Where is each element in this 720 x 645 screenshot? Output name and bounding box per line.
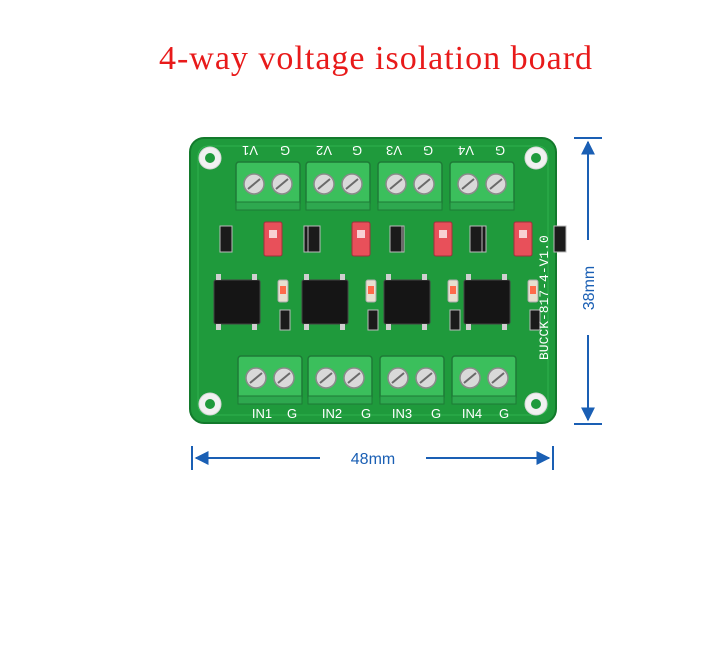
- optocoupler-chip: [463, 279, 511, 325]
- top-pin-label: V2: [316, 143, 332, 158]
- bottom-terminal-block: [379, 355, 445, 405]
- top-pin-label: V4: [458, 143, 474, 158]
- bottom-terminal-block: [237, 355, 303, 405]
- bottom-pin-label: IN3: [392, 406, 412, 421]
- top-pin-label: G: [352, 143, 362, 158]
- height-label: 38mm: [581, 266, 598, 310]
- top-terminal-block: [305, 161, 371, 211]
- bottom-pin-label: G: [499, 406, 509, 421]
- page-title: 4-way voltage isolation board: [158, 40, 594, 77]
- bottom-pin-label: IN4: [462, 406, 482, 421]
- bottom-pin-label: G: [431, 406, 441, 421]
- board-model-label: BUCCK-817-4-V1.0: [537, 235, 552, 360]
- bottom-pin-label: G: [287, 406, 297, 421]
- channel-components: [463, 221, 567, 331]
- jumper: [513, 221, 533, 257]
- jumper: [433, 221, 453, 257]
- top-pin-label: G: [280, 143, 290, 158]
- bottom-pin-label: IN2: [322, 406, 342, 421]
- optocoupler-chip: [213, 279, 261, 325]
- bottom-pin-label: IN1: [252, 406, 272, 421]
- bottom-terminal-blocks: [237, 355, 517, 405]
- top-terminal-blocks: [235, 161, 515, 211]
- isolation-channels: [213, 221, 567, 331]
- bottom-pin-labels: IN1 G IN2 G IN3 G IN4 G: [252, 406, 509, 421]
- bottom-pin-label: G: [361, 406, 371, 421]
- optocoupler-chip: [301, 279, 349, 325]
- jumper: [351, 221, 371, 257]
- top-pin-label: V1: [242, 143, 258, 158]
- top-terminal-block: [235, 161, 301, 211]
- top-pin-labels: V1 G V2 G V3 G V4 G: [242, 143, 505, 158]
- width-label: 48mm: [351, 451, 395, 468]
- jumper: [263, 221, 283, 257]
- top-pin-label: V3: [386, 143, 402, 158]
- channel-components: [213, 221, 317, 331]
- bottom-terminal-block: [451, 355, 517, 405]
- bottom-terminal-block: [307, 355, 373, 405]
- top-pin-label: G: [495, 143, 505, 158]
- top-pin-label: G: [423, 143, 433, 158]
- top-terminal-block: [377, 161, 443, 211]
- optocoupler-chip: [383, 279, 431, 325]
- top-terminal-block: [449, 161, 515, 211]
